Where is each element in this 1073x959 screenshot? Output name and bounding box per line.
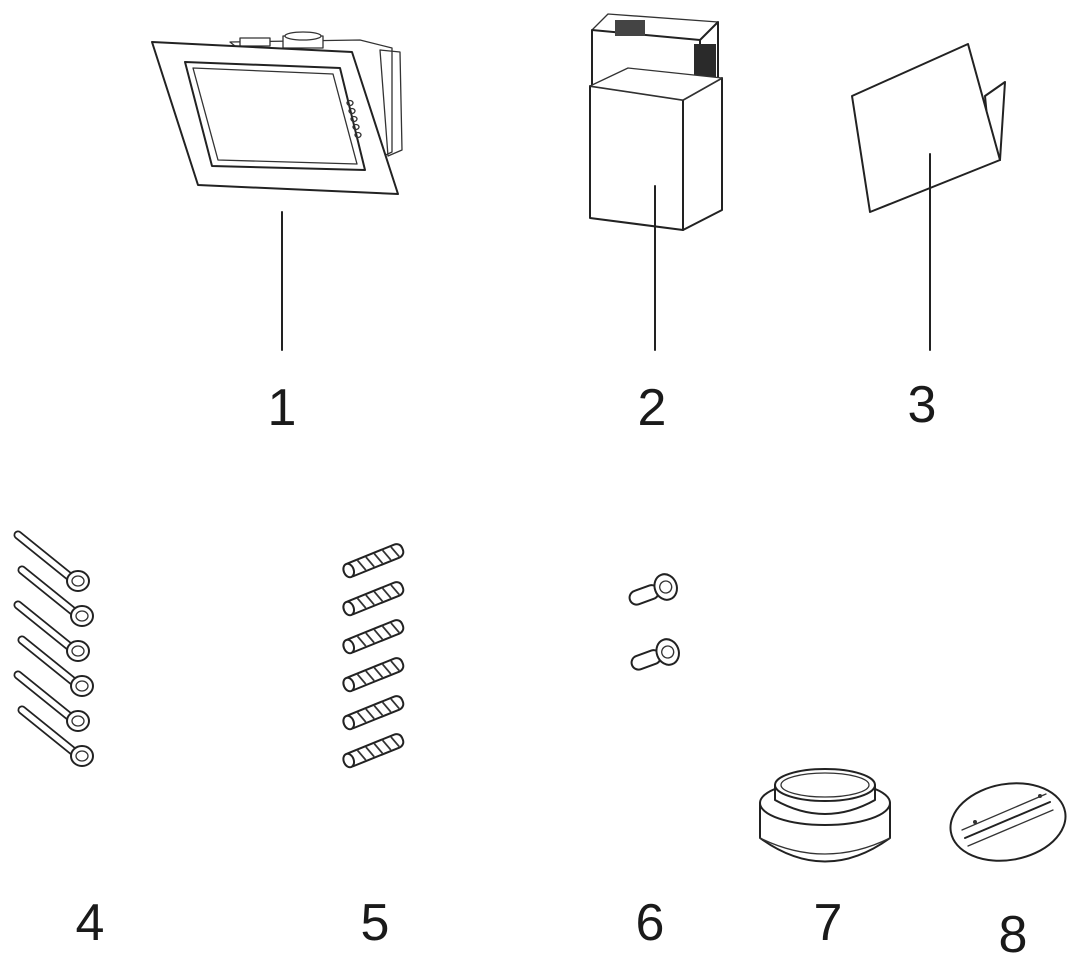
part-label-1: 1 — [268, 379, 297, 437]
part-label-7: 7 — [814, 894, 843, 952]
wall-plug — [342, 695, 405, 731]
wall-plug — [342, 543, 405, 579]
duct-adapter-ring-icon — [759, 768, 891, 863]
chimney-duct-cover-icon — [589, 13, 723, 351]
screw — [13, 530, 90, 592]
wall-plug — [342, 657, 405, 693]
wall-plug — [342, 619, 405, 655]
part-label-8: 8 — [999, 906, 1028, 959]
screw — [17, 705, 94, 767]
screws-icon — [13, 530, 94, 767]
small-screws-icon — [628, 573, 680, 671]
screw — [17, 635, 94, 697]
manual-booklet-icon — [851, 43, 1006, 351]
part-label-3: 3 — [908, 376, 937, 434]
wall-plug — [342, 581, 405, 617]
non-return-valve-icon — [949, 782, 1067, 862]
screw — [13, 670, 90, 732]
wall-plug — [342, 733, 405, 769]
part-label-5: 5 — [361, 894, 390, 952]
part-label-6: 6 — [636, 894, 665, 952]
cooker-hood-glass-panel-icon — [151, 31, 403, 351]
screw — [13, 600, 90, 662]
part-label-4: 4 — [76, 894, 105, 952]
screw — [17, 565, 94, 627]
wall-plugs-icon — [342, 543, 405, 769]
part-label-2: 2 — [638, 379, 667, 437]
